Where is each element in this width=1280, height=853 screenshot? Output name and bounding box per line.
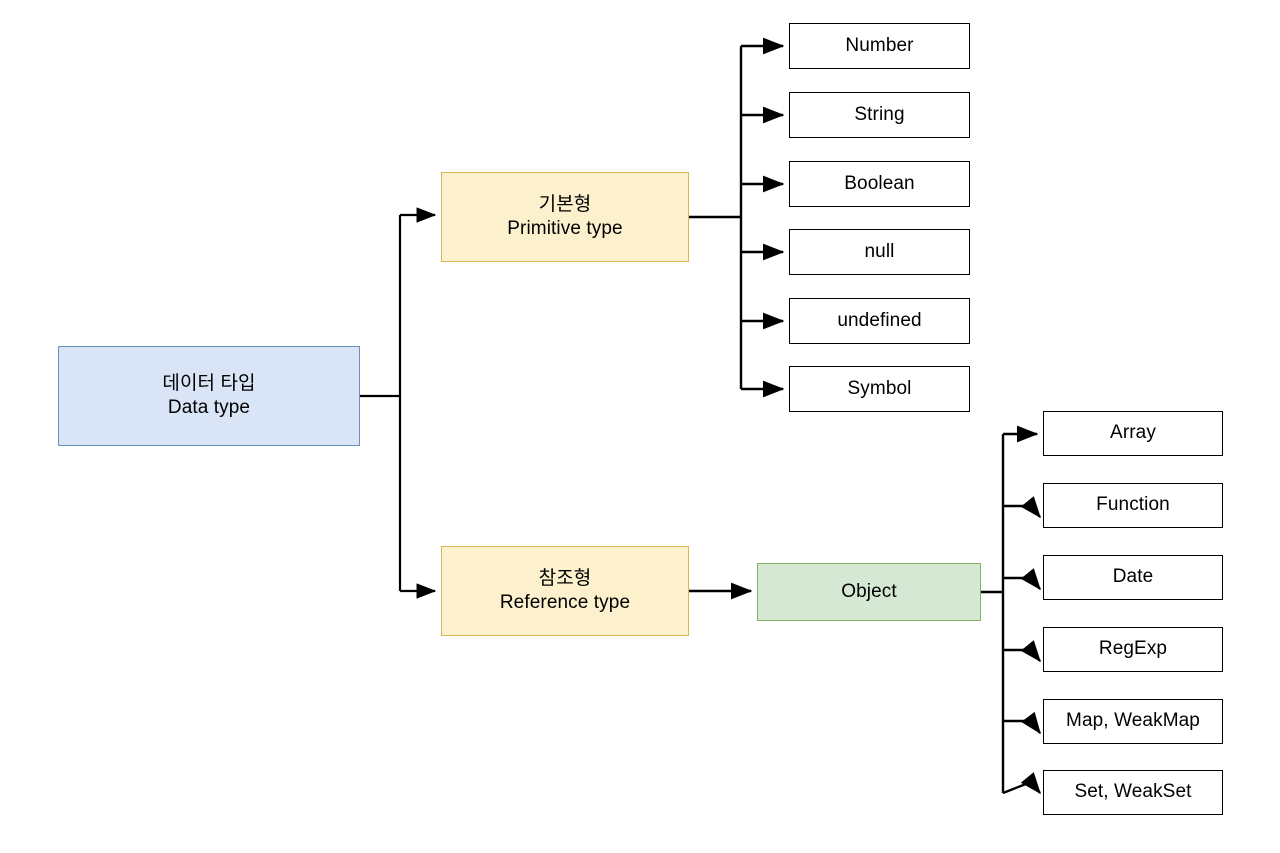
- node-array[interactable]: Array: [1043, 411, 1223, 456]
- node-boolean[interactable]: Boolean: [789, 161, 970, 207]
- node-null[interactable]: null: [789, 229, 970, 275]
- node-map-weakmap[interactable]: Map, WeakMap: [1043, 699, 1223, 744]
- edge-root-branch-trunk: [360, 207, 437, 599]
- node-label: null: [864, 240, 895, 262]
- node-label: Date: [1112, 566, 1154, 588]
- node-date[interactable]: Date: [1043, 555, 1223, 600]
- edge-object-fanout: [981, 425, 1041, 795]
- node-label: Boolean: [844, 172, 915, 194]
- node-reference-type-label: 참조형 Reference type: [499, 567, 631, 613]
- node-undefined[interactable]: undefined: [789, 298, 970, 344]
- node-label: Function: [1096, 494, 1170, 516]
- node-label: undefined: [837, 309, 922, 331]
- node-primitive-type[interactable]: 기본형 Primitive type: [441, 172, 689, 262]
- node-reference-type[interactable]: 참조형 Reference type: [441, 546, 689, 636]
- node-object-label: Object: [841, 580, 897, 602]
- node-label: String: [854, 103, 905, 125]
- node-symbol[interactable]: Symbol: [789, 366, 970, 412]
- node-label: Map, WeakMap: [1066, 710, 1200, 732]
- node-string[interactable]: String: [789, 92, 970, 138]
- edge-primitive-fanout: [689, 37, 785, 398]
- node-number[interactable]: Number: [789, 23, 970, 69]
- node-label: Symbol: [847, 377, 912, 399]
- node-primitive-type-label: 기본형 Primitive type: [507, 193, 623, 239]
- node-label: Number: [845, 34, 914, 56]
- node-data-type[interactable]: 데이터 타입 Data type: [58, 346, 360, 446]
- node-object[interactable]: Object: [757, 563, 981, 621]
- node-data-type-label: 데이터 타입 Data type: [162, 372, 256, 418]
- node-label: Set, WeakSet: [1074, 781, 1192, 803]
- node-function[interactable]: Function: [1043, 483, 1223, 528]
- node-label: RegExp: [1098, 638, 1168, 660]
- node-regexp[interactable]: RegExp: [1043, 627, 1223, 672]
- node-set-weakset[interactable]: Set, WeakSet: [1043, 770, 1223, 815]
- node-label: Array: [1110, 422, 1156, 444]
